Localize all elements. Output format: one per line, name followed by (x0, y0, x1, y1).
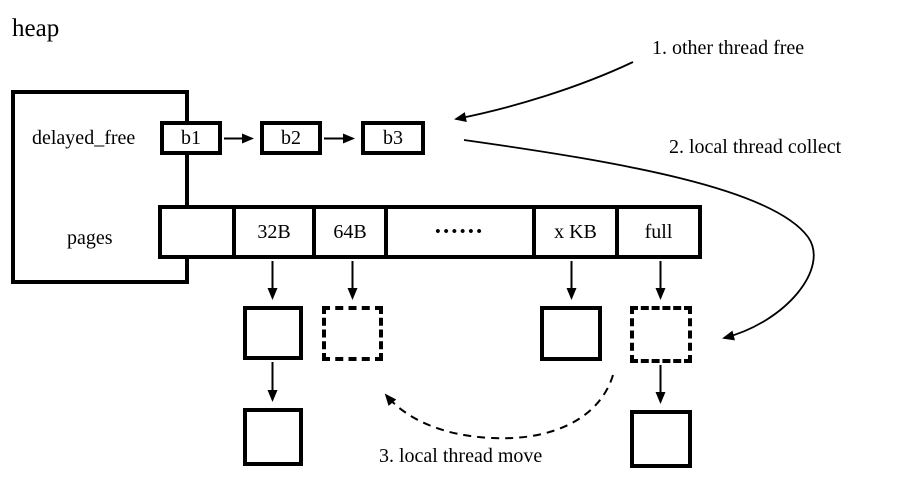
page-bin-ellipsis: •••••• (384, 205, 536, 259)
heap-box (11, 90, 189, 284)
page-square-64b-dashed (322, 306, 383, 361)
annotation-other-thread-free: 1. other thread free (652, 37, 805, 59)
page-square-32b (243, 306, 303, 360)
page-bin-xkb: x KB (532, 205, 619, 259)
curve-other-thread-free (454, 61, 634, 122)
page-bin-full: full (615, 205, 702, 259)
annotation-local-thread-collect: 2. local thread collect (669, 136, 842, 158)
curve-local-thread-move (384, 374, 614, 440)
annotation-local-thread-move: 3. local thread move (379, 445, 543, 467)
delayed-free-field-label: delayed_free (32, 127, 136, 149)
diagram-title: heap (12, 15, 60, 42)
delayed-free-block-b3: b3 (361, 121, 425, 155)
page-bin-empty (158, 205, 236, 259)
page-bin-32b: 32B (232, 205, 316, 259)
page-square-xkb (540, 306, 602, 361)
page-square-full-child (630, 410, 692, 468)
page-bin-64b: 64B (312, 205, 388, 259)
page-square-32b-child (243, 408, 303, 466)
delayed-free-block-b1: b1 (160, 121, 222, 155)
pages-field-label: pages (67, 227, 113, 249)
page-square-full-dashed (630, 306, 692, 363)
delayed-free-block-b2: b2 (260, 121, 322, 155)
